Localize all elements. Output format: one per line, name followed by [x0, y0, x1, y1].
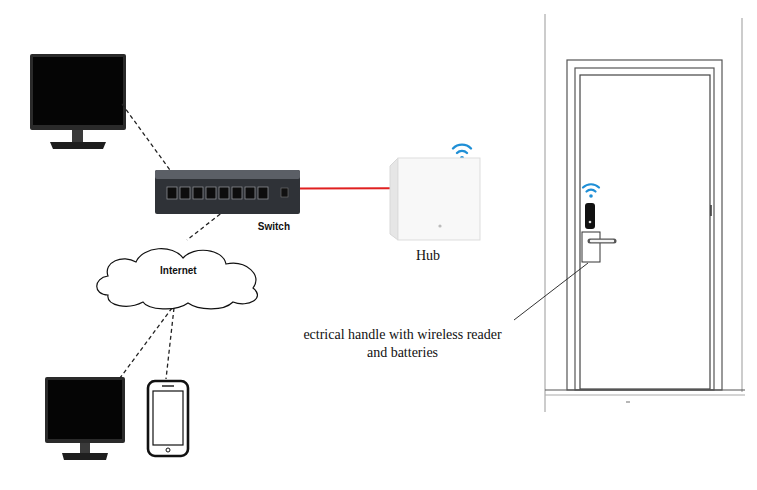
monitor-icon [30, 54, 126, 149]
internet-cloud: Internet [88, 240, 268, 310]
node-label: Hub [416, 248, 440, 264]
door-drawing [545, 14, 745, 412]
node-label: Switch [258, 221, 290, 232]
callout-label: ectrical handle with wireless reader and… [300, 326, 505, 362]
hub-box-outline [390, 158, 480, 240]
wifi-icon [583, 184, 599, 198]
network-link [166, 308, 174, 379]
connector [300, 187, 390, 189]
network-switch: Switch [155, 170, 300, 214]
connector [187, 214, 220, 240]
hub-box: Hub [390, 158, 480, 240]
network-link [120, 308, 172, 378]
monitor-icon [45, 377, 125, 460]
leader-line [514, 263, 588, 320]
electric-handle [582, 203, 614, 262]
node-label: Internet [160, 265, 197, 276]
network-switch-outline [155, 170, 300, 214]
phone-icon [148, 381, 188, 456]
network-cable [122, 104, 170, 170]
